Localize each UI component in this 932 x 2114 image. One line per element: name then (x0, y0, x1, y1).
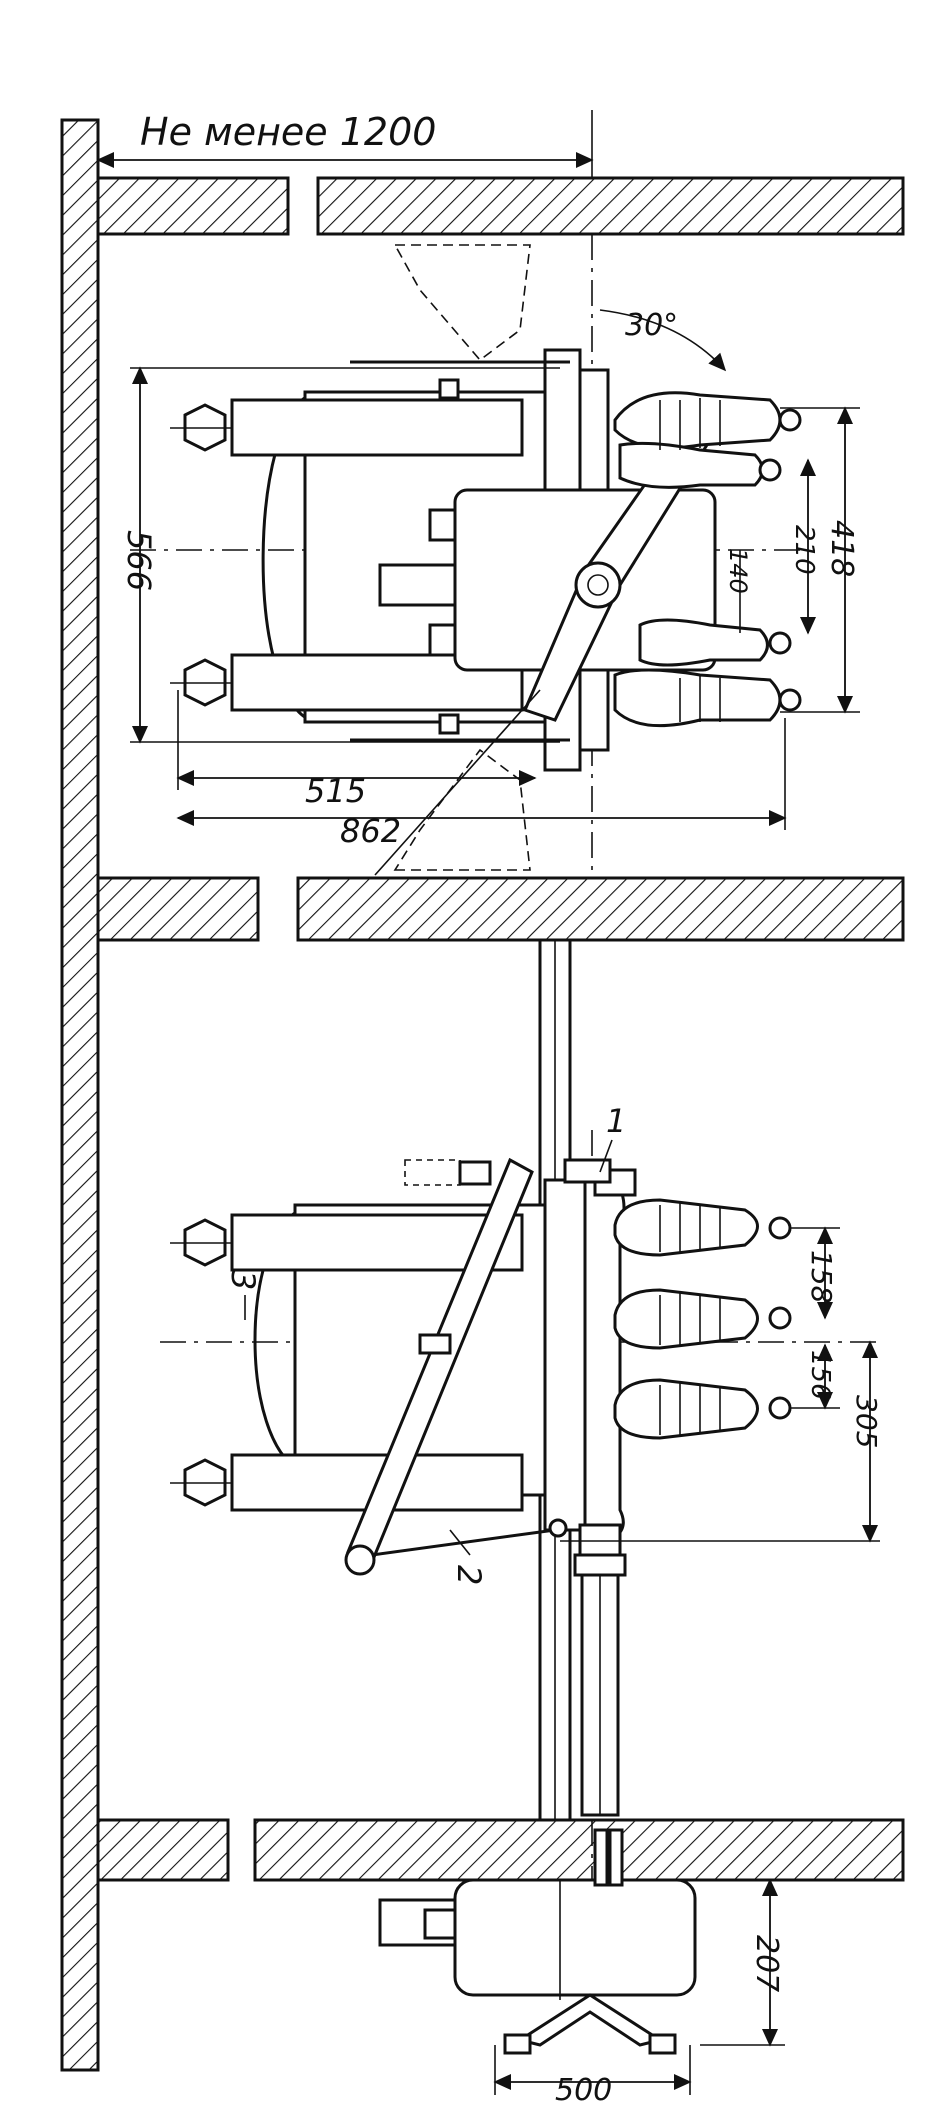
bottom-slab-left (96, 1818, 230, 1882)
middle-slab-left (96, 876, 260, 942)
dim-207-label: 207 (749, 1935, 784, 1992)
upper-disconnector-assembly: 30° (130, 234, 802, 878)
drive-handle (516, 1993, 664, 2047)
upper-pivot (574, 561, 622, 609)
callout-1: 1 (606, 1102, 626, 1140)
middle-slab-right (296, 876, 905, 942)
min-distance-dimension: Не менее 1200 (96, 110, 594, 178)
dim-515-label: 515 (305, 772, 366, 810)
upper-dimensions: 566 515 862 418 210 140 (120, 366, 860, 850)
dim-566-label: 566 (120, 530, 158, 591)
dim-210-label: 210 (789, 525, 819, 575)
left-wall (60, 118, 100, 2072)
dim-140-label: 140 (724, 548, 752, 594)
dim-862-label: 862 (340, 812, 401, 850)
lower-insulators (613, 1198, 792, 1440)
upper-open-outline (393, 244, 531, 362)
drive-housing (453, 1878, 697, 1997)
wall-structure (60, 118, 905, 2072)
dim-158-label: 158 (805, 1250, 838, 1303)
lower-frame-plate (543, 1178, 587, 1532)
dim-418-label: 418 (824, 520, 859, 577)
top-slab-right (316, 176, 905, 236)
dim-305-label: 305 (850, 1395, 883, 1448)
angle-label: 30° (625, 308, 678, 343)
upper-insulators (613, 391, 802, 728)
callout-3: 3 (224, 1270, 262, 1290)
bottom-slab-right (253, 1818, 905, 1882)
drive-mechanism: 500 207 (378, 1828, 785, 2108)
lower-disconnector-assembly (160, 1130, 880, 1880)
lower-dimensions: 158 156 305 1 2 3 (224, 1102, 883, 1585)
dim-500-label: 500 (555, 2073, 612, 2108)
callout-2: 2 (450, 1565, 488, 1585)
upper-insulator-top (230, 398, 524, 457)
top-slab-left (96, 176, 290, 236)
min-distance-label: Не менее 1200 (140, 110, 436, 154)
dim-156-label: 156 (805, 1350, 835, 1400)
